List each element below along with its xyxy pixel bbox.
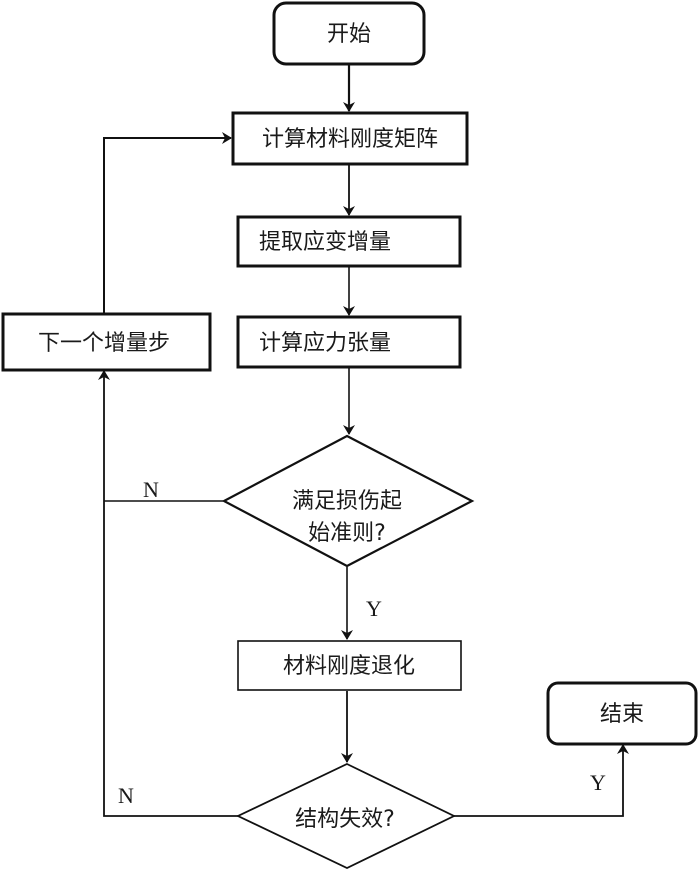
node-damage-check-label-line1: 满足损伤起: [292, 489, 402, 514]
node-start-label: 开始: [327, 22, 371, 47]
node-compute-stress-label: 计算应力张量: [259, 331, 391, 356]
node-end-label: 结束: [600, 702, 644, 727]
node-start: 开始: [272, 1, 426, 66]
node-failure-check-label: 结构失效?: [295, 807, 395, 832]
edge-label-failure-no: N: [118, 783, 134, 808]
node-next-step-label: 下一个增量步: [38, 331, 170, 356]
node-failure-check: 结构失效?: [235, 763, 457, 869]
node-next-step: 下一个增量步: [1, 312, 212, 372]
node-damage-check: 满足损伤起 始准则?: [221, 434, 475, 568]
node-end: 结束: [546, 681, 698, 746]
node-degrade: 材料刚度退化: [237, 640, 462, 691]
connectors: [98, 64, 629, 817]
node-compute-stiffness: 计算材料刚度矩阵: [231, 111, 469, 166]
node-degrade-label: 材料刚度退化: [283, 654, 415, 679]
node-damage-check-label-line2: 始准则?: [308, 521, 386, 546]
edge-failure-check-to-next-step: [98, 370, 238, 817]
edge-label-damage-no: N: [143, 477, 159, 502]
node-compute-stiffness-label: 计算材料刚度矩阵: [262, 127, 438, 152]
node-extract-strain-label: 提取应变增量: [259, 230, 391, 255]
edge-label-failure-yes: Y: [590, 770, 606, 795]
edge-next-step-to-compute-stiffness: [103, 132, 232, 313]
edge-failure-check-to-end: [454, 744, 629, 817]
node-extract-strain: 提取应变增量: [236, 215, 462, 268]
edge-label-damage-yes: Y: [366, 596, 382, 621]
node-compute-stress: 计算应力张量: [236, 315, 462, 369]
